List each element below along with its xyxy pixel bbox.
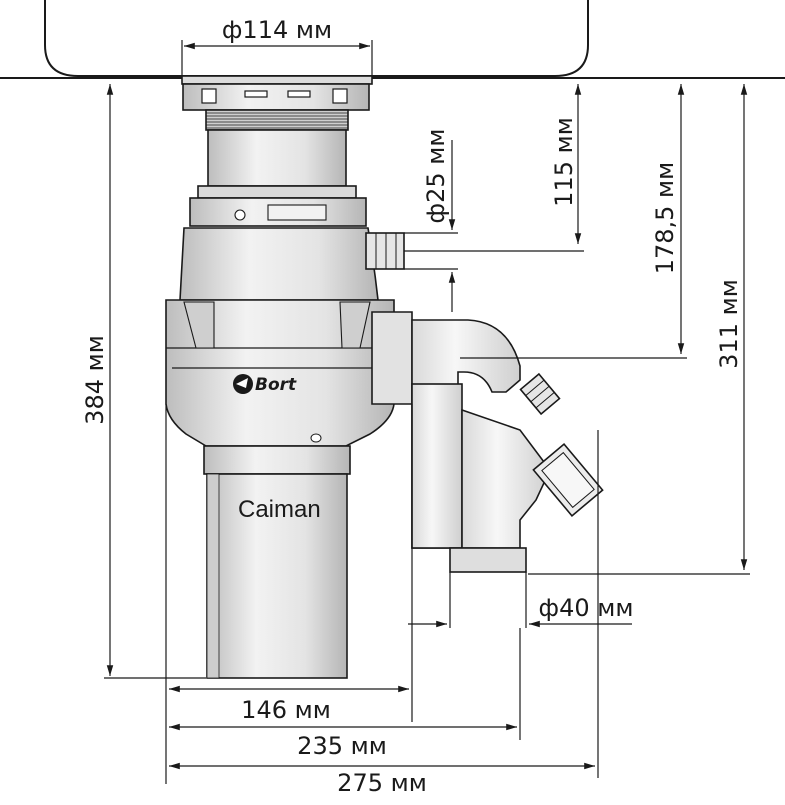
cleanout-cap <box>532 443 604 517</box>
sink-flange <box>181 75 373 85</box>
total-height-label: 384 мм <box>81 335 109 425</box>
clamp-latch <box>267 204 327 221</box>
vertical-pipe <box>411 383 463 549</box>
trap-body <box>461 408 551 549</box>
clamp-collar <box>197 185 357 199</box>
clamp-screw <box>234 209 246 221</box>
brand-logo: Bort <box>233 374 297 395</box>
thread-lines <box>206 112 348 129</box>
model-name: Caiman <box>238 496 321 523</box>
outlet-width-label: 235 мм <box>297 732 387 760</box>
bottom-neck <box>203 445 351 475</box>
outlet-height-label: 178,5 мм <box>651 162 679 275</box>
upper-throat <box>207 129 347 187</box>
logo-bird-icon <box>236 378 248 388</box>
outlet-diameter-label: ф40 мм <box>539 594 634 622</box>
dimension-lines <box>104 40 750 784</box>
total-width-label: 275 мм <box>337 769 427 797</box>
outlet-collar <box>449 547 527 573</box>
outlet-bracket <box>371 311 413 405</box>
vent-nozzle <box>519 372 561 416</box>
disposer-unit <box>165 75 413 679</box>
mounting-slots <box>201 88 348 104</box>
flange-diameter-label: ф114 мм <box>222 16 332 44</box>
sink <box>0 0 785 79</box>
dishwasher-inlet <box>365 232 405 270</box>
housing-clips <box>183 301 371 349</box>
body-width-label: 146 мм <box>241 696 331 724</box>
dimension-labels: ф114 мм 384 мм 115 мм 178,5 мм 311 мм ф2… <box>81 16 743 797</box>
drain-height-label: 311 мм <box>715 279 743 369</box>
drain-plug <box>310 433 322 443</box>
drain-pipe <box>411 319 604 573</box>
upper-body <box>179 227 379 301</box>
brand-logo-text: Bort <box>255 375 297 395</box>
inlet-diameter-label: ф25 мм <box>422 129 450 224</box>
inlet-ribs <box>375 233 397 269</box>
inlet-height-label: 115 мм <box>550 117 578 207</box>
